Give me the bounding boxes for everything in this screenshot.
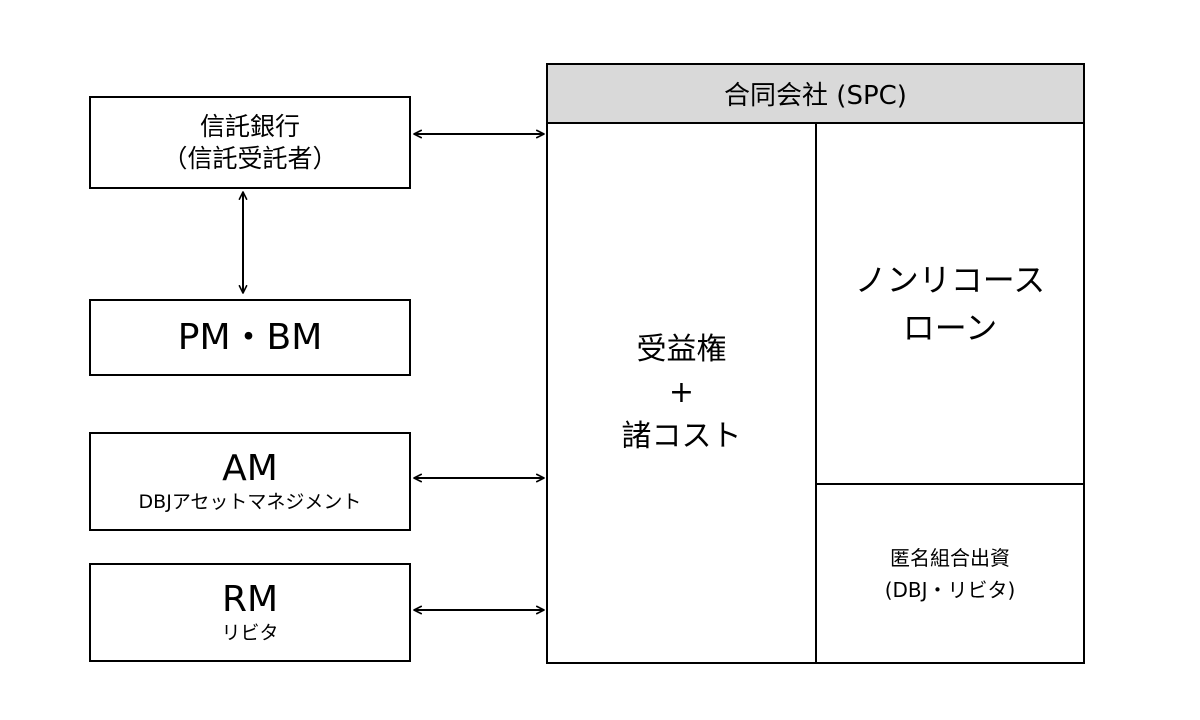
am-title: AM — [222, 448, 278, 490]
rm-box: RM リビタ — [89, 563, 411, 662]
beneficial-interest-cell: 受益権 + 諸コスト — [548, 124, 815, 662]
trust-bank-role-label: （信託受託者） — [162, 143, 338, 173]
pm-bm-box: PM・BM — [89, 299, 411, 376]
pm-bm-label: PM・BM — [177, 317, 323, 358]
nonrecourse-label: ノンリコース — [854, 260, 1046, 299]
silent-partnership-equity-cell: 匿名組合出資 (DBJ・リビタ) — [817, 485, 1083, 662]
rm-title: RM — [221, 579, 279, 621]
various-costs-label: 諸コスト — [621, 418, 742, 454]
equity-label: 匿名組合出資 — [890, 545, 1010, 570]
plus-sign: + — [668, 375, 695, 411]
equity-investors-label: (DBJ・リビタ) — [884, 577, 1016, 602]
spc-header: 合同会社 (SPC) — [548, 65, 1083, 124]
trust-bank-box: 信託銀行 （信託受託者） — [89, 96, 411, 189]
am-subtitle: DBJアセットマネジメント — [138, 490, 362, 513]
spc-vertical-divider — [815, 124, 817, 662]
nonrecourse-loan-cell: ノンリコース ローン — [817, 124, 1083, 483]
spc-horizontal-divider — [817, 483, 1083, 485]
rm-subtitle: リビタ — [221, 621, 279, 644]
beneficial-interest-label: 受益権 — [636, 331, 727, 367]
loan-label: ローン — [902, 308, 998, 347]
spc-box: 合同会社 (SPC) 受益権 + 諸コスト ノンリコース ローン 匿名組合出資 … — [546, 63, 1085, 664]
trust-bank-label: 信託銀行 — [199, 112, 300, 142]
am-box: AM DBJアセットマネジメント — [89, 432, 411, 531]
